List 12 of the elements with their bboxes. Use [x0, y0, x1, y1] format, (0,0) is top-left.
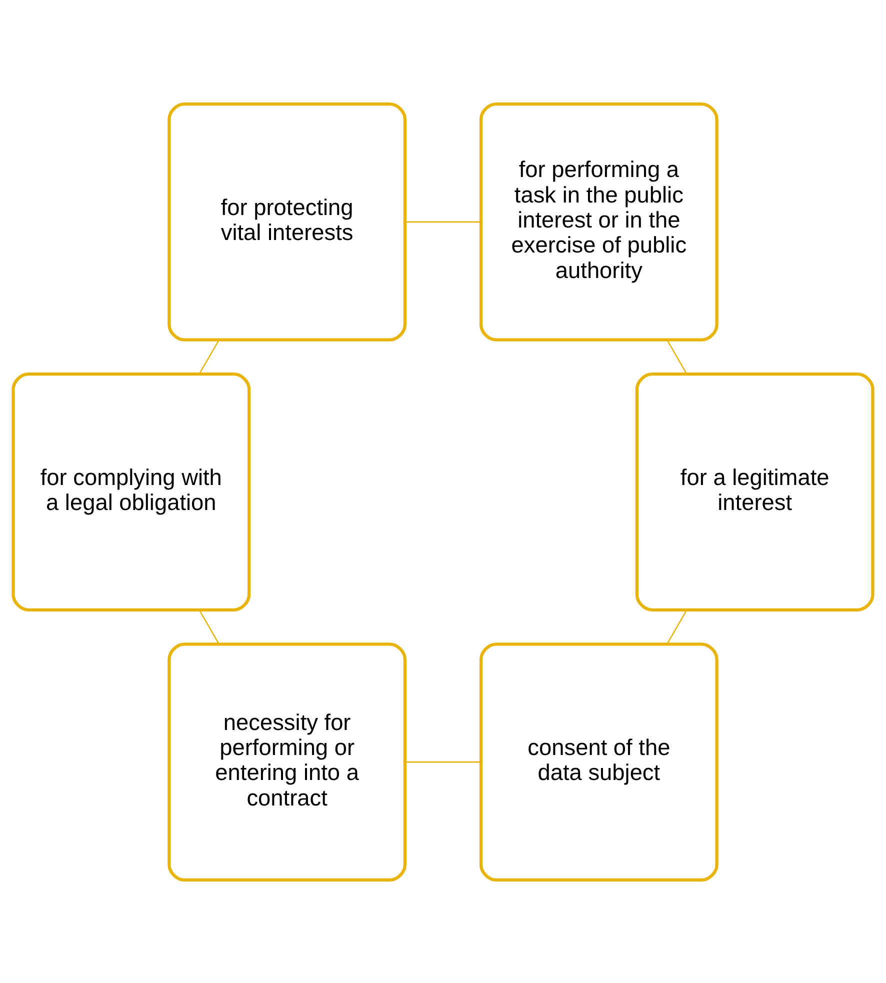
node-box: consent of the data subject — [479, 642, 718, 882]
node-box: for protecting vital interests — [168, 102, 407, 341]
node-box: for performing a task in the public interest or in the exercise of public authority — [479, 102, 718, 341]
node-box: necessity for performing or entering into a contract — [168, 642, 407, 882]
node-box: for complying with a legal obligation — [12, 372, 251, 611]
connector — [198, 609, 220, 644]
connector — [405, 760, 482, 762]
node-box: for a legitimate interest — [635, 372, 874, 611]
connector — [404, 220, 481, 222]
connector — [666, 609, 688, 644]
connector — [666, 339, 688, 374]
connector — [198, 339, 220, 374]
